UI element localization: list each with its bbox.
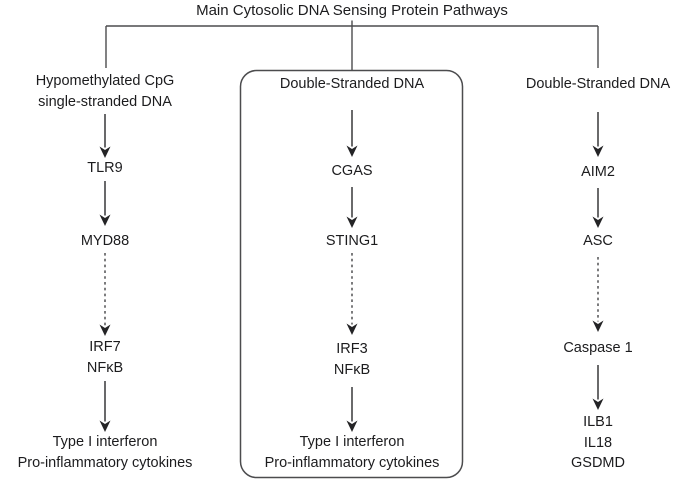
node-hypomethylated-cpg-ssdna: Hypomethylated CpG single-stranded DNA xyxy=(36,71,175,112)
node-line: IL18 xyxy=(583,434,613,451)
node-line: CGAS xyxy=(331,163,373,179)
node-line: Double-Stranded DNA xyxy=(525,76,671,92)
node-line: IRF7 xyxy=(89,339,121,355)
node-center-outputs: Type I interferon Pro-inflammatory cytok… xyxy=(265,432,440,473)
node-myd88: MYD88 xyxy=(81,231,129,252)
arrow-solid-dsdna-to-cgas xyxy=(346,110,358,157)
node-line: NFκB xyxy=(333,361,371,378)
node-line: IRF3 xyxy=(336,341,368,357)
node-caspase1: Caspase 1 xyxy=(563,338,632,359)
node-line: Type I interferon xyxy=(52,434,158,450)
diagram-title: Main Cytosolic DNA Sensing Protein Pathw… xyxy=(196,2,508,19)
arrow-solid-trigger-to-tlr9 xyxy=(99,114,111,158)
branch-connector-lines xyxy=(105,20,599,70)
node-left-outputs: Type I interferon Pro-inflammatory cytok… xyxy=(18,432,193,473)
node-line: GSDMD xyxy=(571,455,625,471)
arrow-solid-irf3-to-outputs xyxy=(346,387,358,432)
arrow-solid-cgas-to-sting1 xyxy=(346,187,358,228)
arrow-solid-caspase1-to-outputs xyxy=(592,365,604,410)
node-irf7-nfkb: IRF7 NFκB xyxy=(87,337,123,378)
node-right-outputs: ILB1 IL18 GSDMD xyxy=(571,412,625,474)
arrow-dashed-myd88-to-irf7 xyxy=(99,253,111,336)
node-line: single-stranded DNA xyxy=(38,93,172,110)
node-line: Hypomethylated CpG xyxy=(35,73,175,89)
node-line: Type I interferon xyxy=(299,434,405,450)
node-irf3-nfkb: IRF3 NFκB xyxy=(334,339,370,380)
node-line: ILB1 xyxy=(583,414,613,430)
node-dsdna-center: Double-Stranded DNA xyxy=(280,74,424,95)
node-line: Double-Stranded DNA xyxy=(279,76,425,92)
node-line: TLR9 xyxy=(87,160,123,176)
arrow-solid-irf7-to-outputs xyxy=(99,381,111,432)
node-asc: ASC xyxy=(583,231,613,252)
node-dsdna-right: Double-Stranded DNA xyxy=(526,74,670,95)
node-line: NFκB xyxy=(86,359,124,376)
node-cgas: CGAS xyxy=(331,161,372,182)
node-line: ASC xyxy=(583,233,613,249)
node-line: Pro-inflammatory cytokines xyxy=(264,454,440,471)
node-tlr9: TLR9 xyxy=(87,158,122,179)
arrow-solid-dsdna-to-aim2 xyxy=(592,112,604,157)
node-aim2: AIM2 xyxy=(581,162,615,183)
node-sting1: STING1 xyxy=(326,231,378,252)
cgas-sting-pathway-box xyxy=(239,69,464,479)
node-line: Caspase 1 xyxy=(563,340,633,356)
node-line: Pro-inflammatory cytokines xyxy=(17,454,193,471)
node-line: AIM2 xyxy=(581,164,615,180)
arrow-solid-aim2-to-asc xyxy=(592,188,604,228)
arrow-dashed-sting1-to-irf3 xyxy=(346,253,358,335)
node-line: MYD88 xyxy=(80,233,130,249)
arrow-solid-tlr9-to-myd88 xyxy=(99,181,111,226)
node-line: STING1 xyxy=(325,233,379,249)
arrow-dashed-asc-to-caspase1 xyxy=(592,257,604,332)
